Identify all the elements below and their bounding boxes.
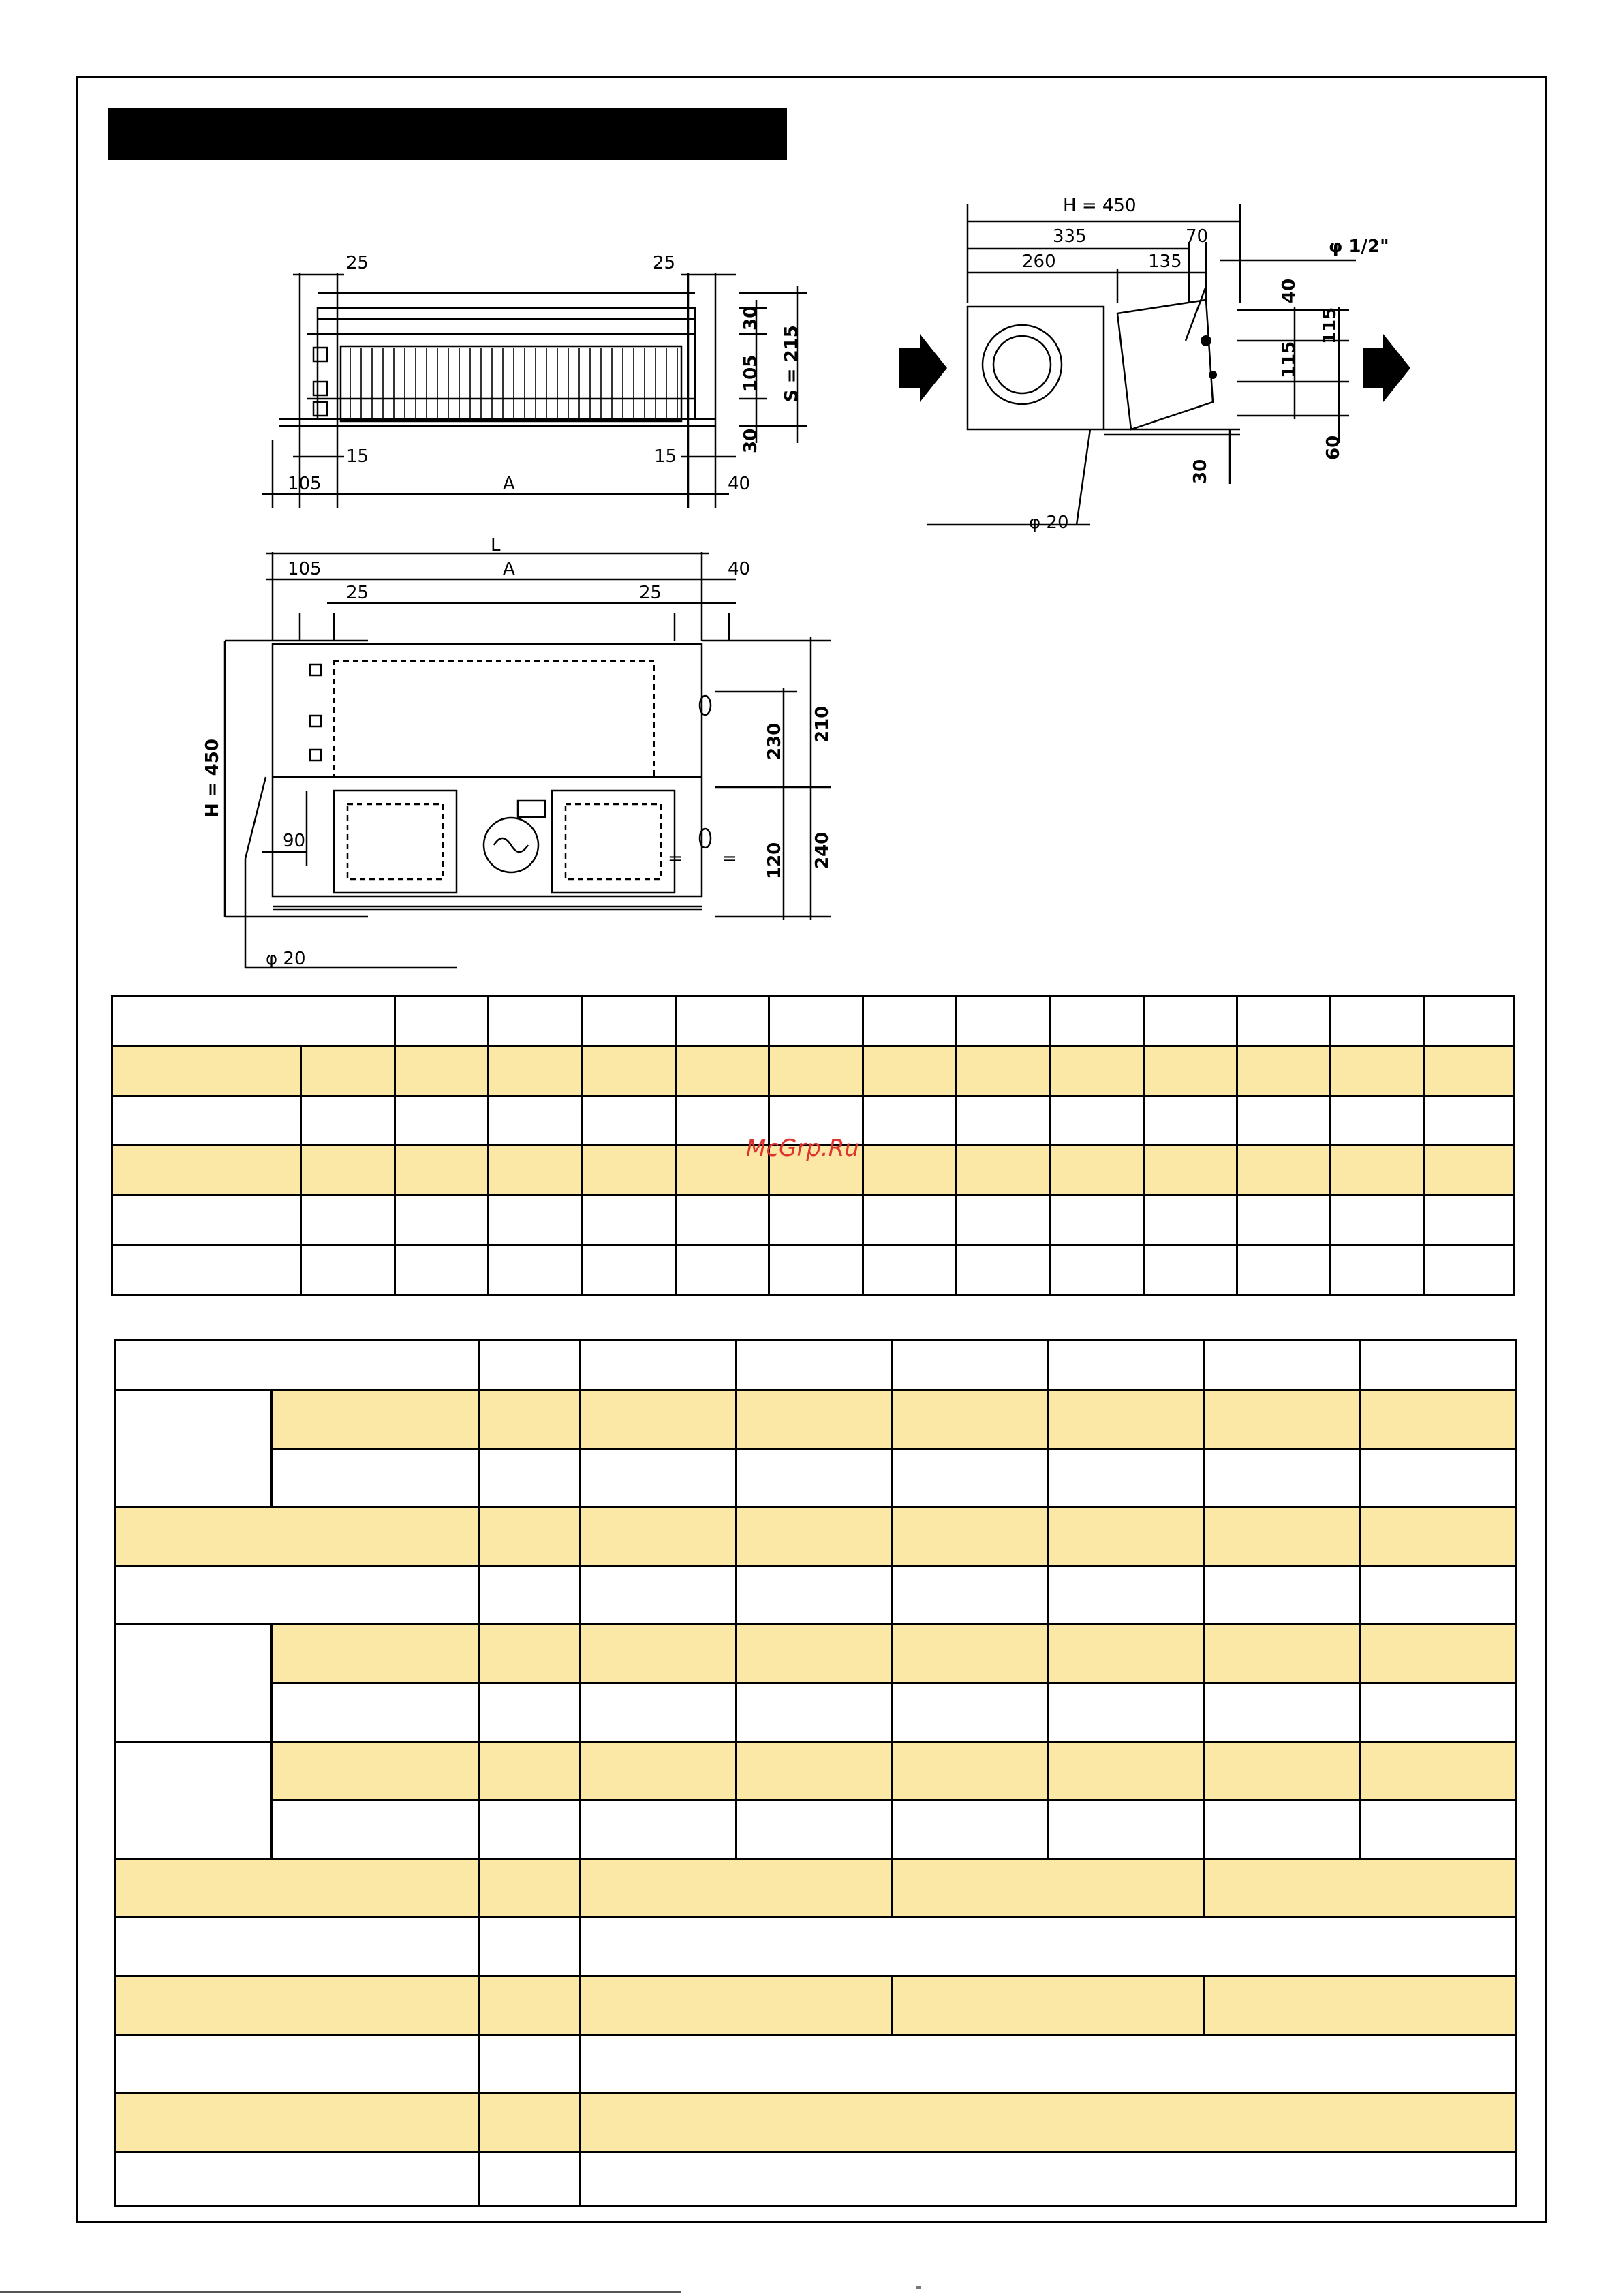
dim-label: 115 [1279, 341, 1299, 378]
dim-label: φ 20 [1029, 512, 1069, 533]
watermark: McGrp.Ru [746, 1135, 859, 1162]
table-row [111, 1144, 1515, 1196]
dim-label: 30 [741, 306, 761, 331]
dim-label: φ 1/2" [1329, 236, 1389, 257]
dim-label: 120 [764, 842, 785, 879]
dim-label: 90 [283, 831, 305, 851]
dim-label: 25 [346, 583, 369, 603]
dim-label: = [668, 848, 683, 869]
table-row [111, 1244, 1515, 1296]
table-row [114, 1389, 1517, 1508]
table-row [111, 1045, 1515, 1097]
table-row [115, 1448, 1517, 1508]
dim-label: 260 [1022, 251, 1056, 272]
dim-label: 40 [728, 559, 750, 579]
dim-label: 30 [1190, 459, 1211, 484]
dim-label: 15 [654, 446, 677, 467]
table-row [114, 1339, 1517, 1391]
table-row [111, 1095, 1515, 1146]
dim-label: 115 [1320, 307, 1340, 344]
dim-label: 30 [741, 429, 761, 453]
table-row [115, 1682, 1517, 1743]
dim-label: 15 [346, 446, 369, 467]
page-frame [76, 76, 1547, 2223]
dim-label: L [491, 538, 501, 555]
side-view-drawing: H = 450 335 70 260 135 φ 1/2" 40 115 115… [899, 196, 1410, 533]
footer-mark [916, 2286, 921, 2289]
dim-label: 335 [1053, 226, 1087, 247]
table-row [111, 995, 1515, 1047]
dim-label: H = 450 [202, 739, 223, 818]
table-row [114, 1623, 1517, 1743]
dim-label: φ 20 [266, 949, 306, 969]
table-row [114, 1975, 1517, 2036]
dim-label: 40 [728, 474, 750, 494]
table-row [114, 2151, 1517, 2207]
dimensions-table [111, 995, 1515, 1296]
dim-label: 70 [1186, 226, 1208, 247]
dim-label: 240 [812, 832, 833, 869]
dim-label: 25 [346, 253, 369, 273]
dim-label: 40 [1279, 279, 1299, 303]
dim-label: A [503, 559, 515, 579]
dim-label: 135 [1148, 251, 1182, 272]
table-row [114, 1741, 1517, 1860]
unit-front-drawing: L 105 A 40 25 25 H = 450 210 230 240 120… [202, 538, 833, 969]
dim-label: 105 [741, 355, 761, 392]
footer-line [0, 2291, 681, 2293]
table-row [114, 1858, 1517, 1918]
dim-label: 25 [653, 253, 675, 273]
title-bar [108, 108, 787, 160]
dim-label: 210 [812, 706, 833, 743]
specifications-table [114, 1339, 1517, 2207]
dim-label: A [503, 474, 515, 494]
dim-label: 25 [639, 583, 662, 603]
table-row [114, 2092, 1517, 2153]
front-view-drawing: 25 25 30 105 S = 215 30 15 15 105 A 40 [262, 253, 807, 508]
table-row [114, 1506, 1517, 1567]
table-row [111, 1194, 1515, 1246]
dim-label: S = 215 [782, 325, 802, 402]
dim-label: H = 450 [1063, 196, 1137, 216]
dim-label: 230 [764, 723, 785, 760]
table-row [115, 1799, 1517, 1860]
dim-label: = [722, 848, 737, 869]
table-row [114, 1916, 1517, 1977]
dim-label: 105 [288, 474, 322, 494]
dim-label: 60 [1323, 435, 1344, 460]
dim-label: 105 [288, 559, 322, 579]
table-row [114, 1565, 1517, 1625]
table-row [114, 2034, 1517, 2094]
